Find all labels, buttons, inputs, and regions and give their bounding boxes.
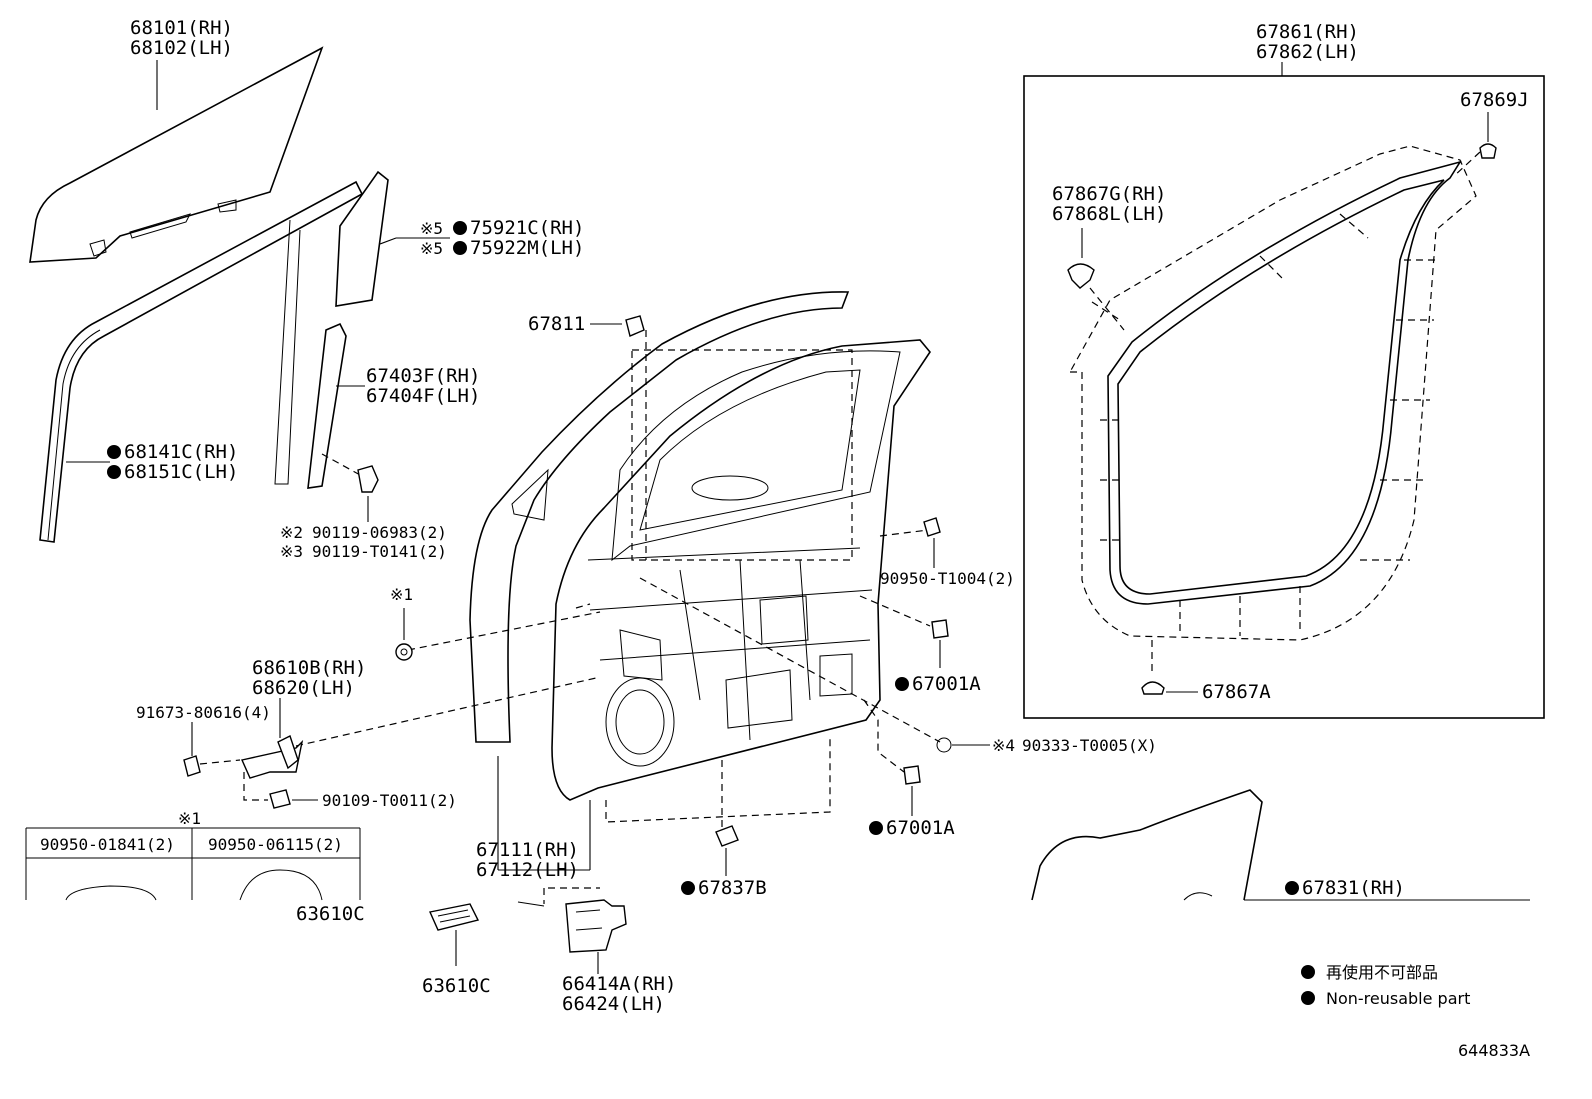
label-bolt-90109[interactable]: 90109-T0011(2) — [322, 791, 457, 810]
nonreusable-dot — [869, 821, 883, 835]
label-clip-67868L[interactable]: 67868L(LH) — [1052, 203, 1166, 225]
inset-col2[interactable]: 90950-06115(2) — [208, 835, 343, 854]
bolt-91673[interactable] — [183, 722, 241, 777]
door-weatherstrip[interactable] — [1069, 145, 1477, 641]
label-glass-lh[interactable]: 68102(LH) — [130, 37, 233, 59]
part-labels: 68101(RH) 68102(LH) 68141C(RH) 68151C(LH… — [40, 17, 1530, 1060]
label-check-rh[interactable]: 68610B(RH) — [252, 657, 366, 679]
label-panel-lh[interactable]: 67112(LH) — [476, 859, 579, 881]
diagram-id: 644833A — [1458, 1041, 1530, 1060]
label-run-rh[interactable]: 68141C(RH) — [124, 441, 238, 463]
clip-67867A[interactable] — [1141, 640, 1198, 695]
legend-en: Non-reusable part — [1326, 989, 1470, 1008]
clip-90950-T1004[interactable] — [923, 517, 941, 568]
label-plug-67001A-lower[interactable]: 67001A — [886, 817, 955, 839]
label-speaker[interactable]: 63610C — [422, 975, 491, 997]
plug-67001A-lower[interactable] — [903, 765, 921, 816]
legend-bullet-jp — [1301, 965, 1315, 979]
label-channel-lh[interactable]: 67404F(LH) — [366, 385, 480, 407]
label-seal-67831[interactable]: 67831(RH) — [1302, 877, 1405, 899]
label-bolt-90119-T0141[interactable]: 90119-T0141(2) — [312, 542, 447, 561]
label-cover-67837B[interactable]: 67837B — [698, 877, 767, 899]
rear-channel[interactable] — [307, 322, 379, 493]
cushion-67811[interactable] — [590, 315, 645, 337]
label-clip-67869J[interactable]: 67869J — [1460, 89, 1529, 111]
label-weatherstrip-lh[interactable]: 67862(LH) — [1256, 41, 1359, 63]
clip-67869J[interactable] — [1453, 112, 1497, 177]
nonreusable-dot — [107, 445, 121, 459]
inset-mark1: ※1 — [178, 809, 201, 828]
legend: 再使用不可部品 Non-reusable part — [1301, 963, 1470, 1008]
label-hinge-rh[interactable]: 66414A(RH) — [562, 973, 676, 995]
label-clip-90950-T1004[interactable]: 90950-T1004(2) — [880, 569, 1015, 588]
bolt-90109[interactable] — [269, 789, 318, 809]
nonreusable-dot — [1285, 881, 1299, 895]
hinge-66414A[interactable] — [517, 887, 627, 974]
plug-mark1[interactable] — [395, 608, 413, 661]
label-bolt-91673[interactable]: 91673-80616(4) — [136, 703, 271, 722]
plug-90333-T0005[interactable] — [936, 737, 990, 753]
label-hinge-lh[interactable]: 66424(LH) — [562, 993, 665, 1015]
note-mark5: ※5 — [420, 239, 443, 258]
note-mark5: ※5 — [420, 219, 443, 238]
label-cushion[interactable]: 67811 — [528, 313, 585, 335]
door-reference-lines — [295, 330, 941, 828]
label-speaker-inset[interactable]: 63610C — [296, 903, 365, 925]
label-garnish-rh[interactable]: 75921C(RH) — [470, 217, 584, 239]
note-mark1: ※1 — [390, 585, 413, 604]
label-channel-rh[interactable]: 67403F(RH) — [366, 365, 480, 387]
label-clip-67867G[interactable]: 67867G(RH) — [1052, 183, 1166, 205]
label-run-lh[interactable]: 68151C(LH) — [124, 461, 238, 483]
note-mark3: ※3 — [280, 542, 303, 561]
label-check-lh[interactable]: 68620(LH) — [252, 677, 355, 699]
door-check-assembly[interactable] — [241, 698, 304, 801]
clip-67867G[interactable] — [1067, 228, 1125, 331]
speaker-63610C[interactable] — [429, 903, 480, 966]
nonreusable-dot — [453, 221, 467, 235]
nonreusable-dot — [453, 241, 467, 255]
nonreusable-dot — [107, 465, 121, 479]
label-glass-rh[interactable]: 68101(RH) — [130, 17, 233, 39]
label-clip-67867A[interactable]: 67867A — [1202, 681, 1271, 703]
inset-table — [25, 827, 361, 901]
plug-67001A-upper[interactable] — [931, 619, 949, 668]
label-plug-90333[interactable]: 90333-T0005(X) — [1022, 736, 1157, 755]
weatherstrip-box — [1023, 62, 1545, 719]
legend-jp: 再使用不可部品 — [1326, 963, 1438, 982]
seal-67831[interactable] — [1031, 789, 1530, 901]
inset-col1[interactable]: 90950-01841(2) — [40, 835, 175, 854]
note-mark4: ※4 — [992, 736, 1015, 755]
note-mark2: ※2 — [280, 523, 303, 542]
label-weatherstrip-rh[interactable]: 67861(RH) — [1256, 21, 1359, 43]
label-bolt-90119-06983[interactable]: 90119-06983(2) — [312, 523, 447, 542]
cover-67837B[interactable] — [715, 825, 739, 876]
glass-run[interactable] — [39, 180, 364, 543]
pillar-garnish[interactable] — [335, 170, 450, 307]
label-garnish-lh[interactable]: 75922M(LH) — [470, 237, 584, 259]
nonreusable-dot — [895, 677, 909, 691]
door-glass[interactable] — [29, 46, 324, 263]
label-panel-rh[interactable]: 67111(RH) — [476, 839, 579, 861]
front-door-panel[interactable] — [469, 291, 931, 871]
label-plug-67001A-upper[interactable]: 67001A — [912, 673, 981, 695]
nonreusable-dot — [681, 881, 695, 895]
legend-bullet-en — [1301, 991, 1315, 1005]
